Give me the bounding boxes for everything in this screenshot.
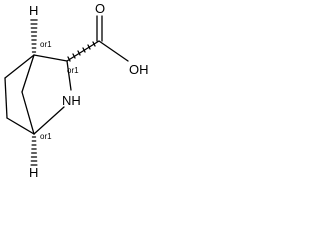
molecule-structure: H H NH OH O or1 or1 or1 [4,1,149,178]
hashed-bond-c3-cooh [67,41,96,62]
bond-c1-c3 [33,54,68,62]
bond-c-oh [98,40,129,62]
stereo-label-c1: or1 [40,40,52,49]
hashed-bond-top [30,19,38,53]
bond-c7-c4 [21,91,35,135]
atom-o: O [95,1,105,16]
bond-c3-n [66,60,72,91]
atom-oh: OH [129,62,149,77]
stereo-label-c4: or1 [40,132,52,141]
bond-c5-c4 [6,117,35,135]
bond-c1-c7 [21,54,35,93]
stereo-label-c3: or1 [67,66,79,75]
atom-h-bottom: H [29,165,38,178]
bond-c1-c6 [4,54,35,79]
bond-c6-c5 [4,77,8,119]
hashed-bond-bottom [30,136,38,166]
atom-h-top: H [29,3,38,18]
atom-nh: NH [62,93,81,108]
molecule-canvas: H H NH OH O or1 or1 or1 [0,0,160,178]
bond-n-c4 [33,106,65,135]
